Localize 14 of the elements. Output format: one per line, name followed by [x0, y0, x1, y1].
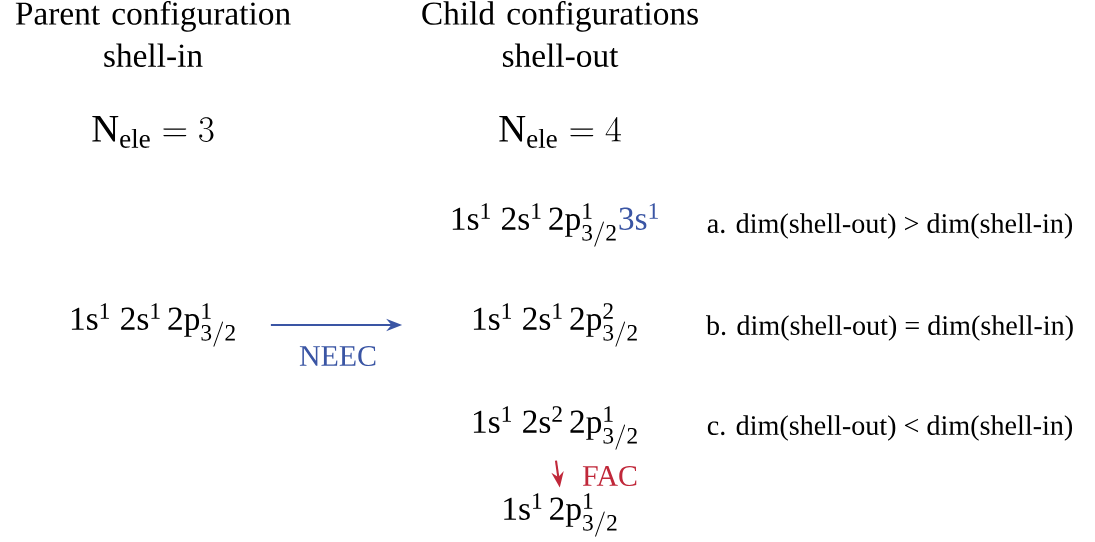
- heading: Child configurations shell-out: [422, 1, 698, 67]
- configuration: $\mathrm{1s^{1}\;2s^{2}\,2p^{1}_{3/2}}$: [473, 406, 637, 450]
- heading: Parent configuration shell-in: [15, 1, 291, 67]
- configuration: $\mathrm{1s^{1}\;2s^{1}\,2p^{1}_{3/2}}$: [71, 303, 235, 347]
- case-label: b. dim(shell-out) = dim(shell-in): [706, 315, 1073, 341]
- electron-count: $\mathrm{N}_{\mathrm{ele}} = 4$: [499, 116, 621, 148]
- electron-count: $\mathrm{N}_{\mathrm{ele}} = 3$: [92, 116, 214, 148]
- configuration: $\mathrm{1s^{1}\,2p^{1}_{3/2}}$: [504, 493, 617, 537]
- configuration: $\mathrm{1s^{1}\;2s^{1}\,2p^{1}_{3/2}}$ $\mathrm{3s^{1}}$: [452, 203, 658, 247]
- case-label: a. dim(shell-out) > dim(shell-in): [707, 213, 1073, 239]
- case-label: c. dim(shell-out) < dim(shell-in): [707, 415, 1073, 441]
- edge-label: NEEC: [297, 344, 379, 368]
- configuration: $\mathrm{1s^{1}\;2s^{1}\,2p^{2}_{3/2}}$: [473, 303, 637, 347]
- edge-label: FAC: [580, 464, 640, 488]
